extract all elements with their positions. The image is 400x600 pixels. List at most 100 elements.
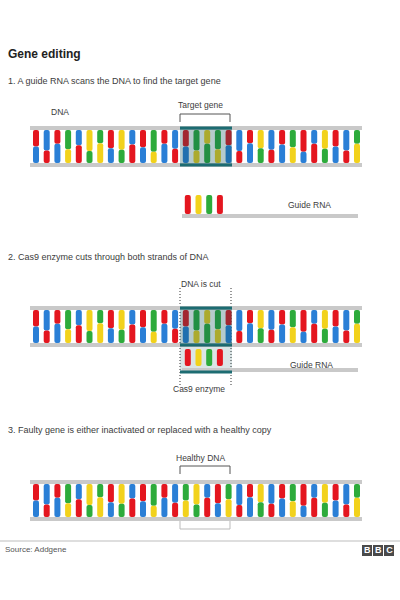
base-pair — [161, 484, 167, 517]
base-rod — [76, 310, 82, 325]
base-rod — [140, 501, 146, 517]
base-rod — [97, 323, 103, 343]
base-rod — [161, 498, 167, 517]
base-rod — [343, 484, 349, 504]
base-rod — [343, 130, 349, 150]
logo-text: BBC — [364, 545, 400, 556]
base-rod — [268, 484, 274, 504]
base-rod — [87, 310, 93, 331]
base-rod — [140, 147, 146, 163]
base-rod — [204, 484, 210, 498]
base-rod — [87, 331, 93, 343]
base-rod — [172, 149, 178, 163]
step-text: 3. Faulty gene is either inactivated or … — [8, 425, 393, 435]
dna-backbone — [30, 126, 362, 130]
base-rod — [151, 310, 157, 332]
base-rod — [236, 151, 242, 163]
base-rod — [76, 145, 82, 163]
base-pair — [108, 310, 114, 343]
base-rod — [108, 328, 114, 343]
part-label: Guide RNA — [288, 201, 378, 211]
base-rod — [108, 148, 114, 163]
base-rod — [354, 484, 360, 498]
base-pair — [161, 310, 167, 343]
base-rod — [290, 501, 296, 517]
base-rod — [33, 501, 39, 518]
base-pair — [44, 310, 50, 343]
base-rod — [247, 497, 253, 517]
base-pair — [268, 130, 274, 163]
part-label: DNA — [51, 108, 111, 118]
cas9-enzyme — [180, 345, 232, 372]
base-rod — [54, 498, 60, 517]
base-pair — [333, 484, 339, 517]
bracket — [180, 114, 230, 122]
base-rod — [119, 484, 125, 504]
dna-backbone — [30, 517, 362, 521]
base-rod — [258, 148, 264, 163]
base-rod — [279, 130, 285, 145]
footer-rule — [0, 541, 400, 542]
base-rod — [333, 310, 339, 327]
base-pair — [119, 130, 125, 163]
base-rod — [65, 503, 71, 517]
base-rod — [322, 149, 328, 163]
base-pair — [54, 130, 60, 163]
base-pair — [247, 130, 253, 163]
base-pair — [129, 484, 135, 517]
base-rod — [322, 329, 328, 343]
base-pair — [354, 310, 360, 343]
base-rod — [258, 310, 264, 328]
base-pair — [129, 310, 135, 343]
base-rod — [279, 310, 285, 325]
base-pair — [65, 130, 71, 163]
base-rod — [290, 327, 296, 343]
base-rod — [354, 144, 360, 163]
base-rod — [44, 310, 50, 330]
base-rod — [172, 503, 178, 517]
target-edge — [180, 164, 232, 167]
base-rod — [301, 310, 307, 332]
base-rod — [119, 504, 125, 517]
part-label: Target gene — [178, 101, 258, 111]
base-rod — [44, 504, 50, 517]
base-rod — [151, 332, 157, 343]
base-rod — [76, 499, 82, 517]
base-rod — [151, 484, 157, 506]
base-pair — [33, 310, 39, 343]
base-rod — [247, 484, 253, 497]
rna-base — [185, 195, 191, 214]
guide-rna — [182, 195, 358, 216]
base-rod — [129, 130, 135, 145]
base-rod — [183, 501, 189, 518]
base-rod — [236, 484, 242, 505]
base-pair — [140, 130, 146, 163]
base-rod — [247, 130, 253, 143]
base-rod — [236, 505, 242, 517]
base-rod — [333, 484, 339, 501]
base-rod — [76, 130, 82, 145]
dna-backbone — [30, 306, 362, 310]
base-rod — [161, 144, 167, 163]
base-pair — [333, 130, 339, 163]
base-pair — [204, 484, 210, 517]
base-pair — [301, 130, 307, 163]
base-pair — [183, 484, 189, 517]
base-rod — [44, 484, 50, 504]
base-rod — [172, 310, 178, 329]
base-rod — [311, 484, 317, 498]
base-pair — [279, 484, 285, 517]
part-label: Healthy DNA — [176, 454, 266, 464]
target-overlay — [180, 128, 232, 165]
base-pair — [311, 130, 317, 163]
base-rod — [301, 484, 307, 506]
base-pair — [268, 484, 274, 517]
step-text: 1. A guide RNA scans the DNA to find the… — [8, 76, 388, 86]
base-pair — [87, 130, 93, 163]
base-pair — [290, 310, 296, 343]
base-rod — [129, 325, 135, 343]
base-rod — [301, 130, 307, 152]
base-rod — [54, 144, 60, 163]
base-rod — [290, 484, 296, 501]
